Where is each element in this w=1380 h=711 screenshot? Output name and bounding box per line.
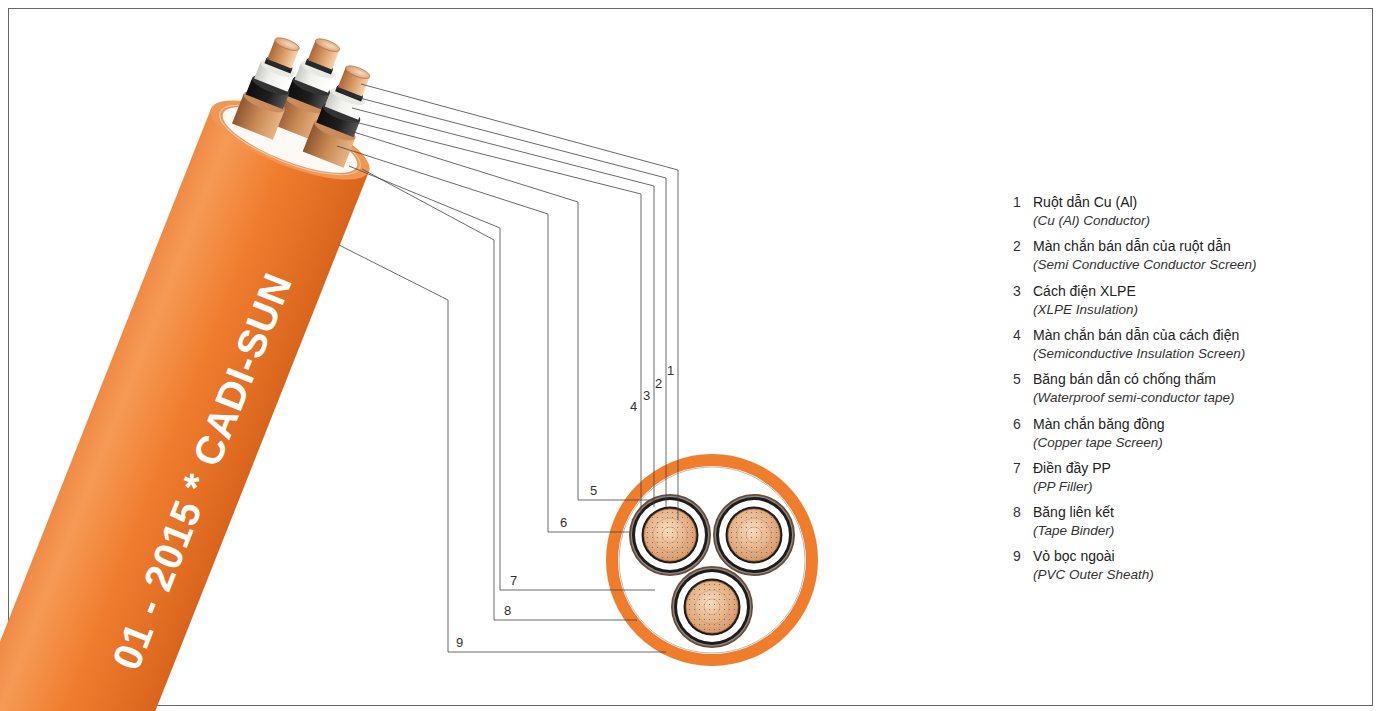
cable-illustration <box>0 10 408 711</box>
key-number: 9 <box>1013 548 1021 564</box>
part-name: Cách điện XLPE <box>1033 283 1136 299</box>
callout-number: 4 <box>630 400 637 415</box>
part-name-english: (Tape Binder) <box>1033 523 1114 539</box>
part-name-english: (Waterproof semi-conductor tape) <box>1033 390 1235 406</box>
key-number: 3 <box>1013 283 1021 299</box>
part-name: Điền đầy PP <box>1033 460 1111 476</box>
part-name: Vỏ bọc ngoài <box>1033 548 1115 564</box>
core-section <box>713 494 795 576</box>
key-number: 6 <box>1013 416 1021 432</box>
part-name: Màn chắn bán dẫn của cách điện <box>1033 327 1239 343</box>
key-number: 7 <box>1013 460 1021 476</box>
cable-core <box>232 32 309 140</box>
leader-line <box>337 146 630 532</box>
part-name: Băng liên kết <box>1033 504 1114 520</box>
tape-binder-ring <box>619 467 805 653</box>
cable-core <box>303 60 380 168</box>
callout-number: 1 <box>667 364 674 379</box>
outer-sheath <box>0 109 369 711</box>
cross-section <box>612 460 812 660</box>
leader-line <box>339 245 666 652</box>
part-name-english: (Semi Conductive Conductor Screen) <box>1033 257 1257 273</box>
part-name: Băng bán dẫn có chống thấm <box>1033 371 1216 387</box>
outer-sheath-ring <box>612 460 812 660</box>
key-number: 8 <box>1013 504 1021 520</box>
part-name-english: (PP Filler) <box>1033 479 1093 495</box>
key-number: 4 <box>1013 327 1021 343</box>
leader-lines <box>337 84 678 652</box>
part-name: Màn chắn bán dẫn của ruột dẫn <box>1033 238 1231 254</box>
part-name-english: (XLPE Insulation) <box>1033 302 1138 318</box>
part-name-english: (PVC Outer Sheath) <box>1033 567 1154 583</box>
cable-print: 01 - 2015 * CADI-SUN <box>103 266 301 676</box>
callout-number: 7 <box>510 574 517 589</box>
part-name: Màn chắn băng đồng <box>1033 416 1165 432</box>
part-name-english: (Semiconductive Insulation Screen) <box>1033 346 1245 362</box>
leader-line <box>349 166 655 590</box>
callout-number: 5 <box>590 484 597 499</box>
leader-line <box>362 169 637 620</box>
leader-line <box>352 108 654 507</box>
key-number: 1 <box>1013 194 1021 210</box>
callout-number: 8 <box>504 604 511 619</box>
part-name-english: (Copper tape Screen) <box>1033 435 1163 451</box>
callout-number: 6 <box>560 516 567 531</box>
callout-number: 2 <box>655 377 662 392</box>
key-number: 5 <box>1013 371 1021 387</box>
callout-number: 3 <box>643 389 650 404</box>
core-section <box>671 566 753 648</box>
callout-number: 9 <box>456 636 463 651</box>
key-number: 2 <box>1013 238 1021 254</box>
part-name: Ruột dẫn Cu (Al) <box>1033 194 1137 210</box>
leader-line <box>356 97 666 507</box>
part-name-english: (Cu (Al) Conductor) <box>1033 213 1150 229</box>
